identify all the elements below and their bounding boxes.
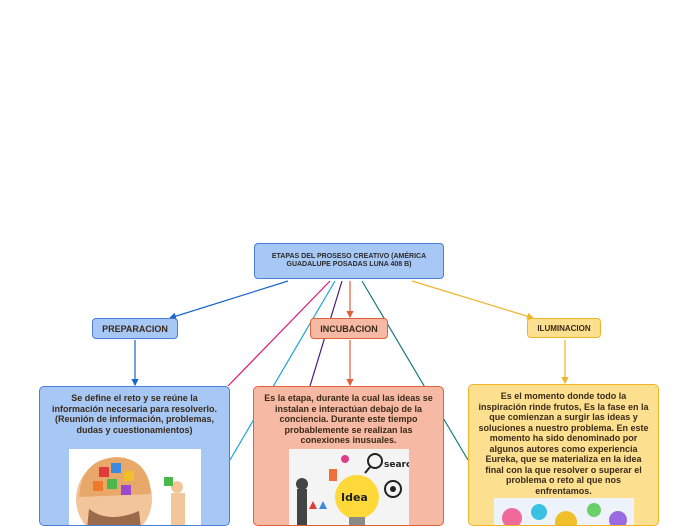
root-node[interactable]: ETAPAS DEL PROSESO CREATIVO (AMÉRICA GUA… (254, 243, 444, 279)
card-preparacion[interactable]: Se define el reto y se reúne la informac… (39, 386, 230, 526)
incubacion-label: INCUBACION (320, 323, 378, 334)
line-teal (361, 280, 469, 461)
preparacion-label: PREPARACION (102, 323, 168, 334)
line-root-preparacion (168, 280, 289, 320)
idea-image-text: Idea (341, 491, 368, 504)
line-pink (227, 280, 331, 387)
puzzle-head-image (69, 449, 201, 525)
iluminacion-label: ILUMINACION (537, 323, 591, 333)
preparacion-text: Se define el reto y se reúne la informac… (51, 393, 218, 435)
iluminacion-text: Es el momento donde todo la inspiración … (478, 391, 649, 496)
card-iluminacion[interactable]: Es el momento donde todo la inspiración … (468, 384, 659, 526)
doodle-image (494, 498, 634, 525)
topic-incubacion[interactable]: INCUBACION (310, 318, 388, 339)
topic-preparacion[interactable]: PREPARACION (92, 318, 178, 339)
topic-iluminacion[interactable]: ILUMINACION (527, 318, 601, 338)
card-incubacion[interactable]: Es la etapa, durante la cual las ideas s… (253, 386, 444, 526)
lightbulb-idea-image: Idea search (289, 449, 409, 525)
incubacion-text: Es la etapa, durante la cual las ideas s… (264, 393, 433, 445)
line-root-iluminacion (411, 280, 535, 320)
search-image-text: search (384, 460, 409, 470)
line-cyan (229, 280, 336, 461)
root-title: ETAPAS DEL PROSESO CREATIVO (AMÉRICA GUA… (271, 253, 427, 268)
